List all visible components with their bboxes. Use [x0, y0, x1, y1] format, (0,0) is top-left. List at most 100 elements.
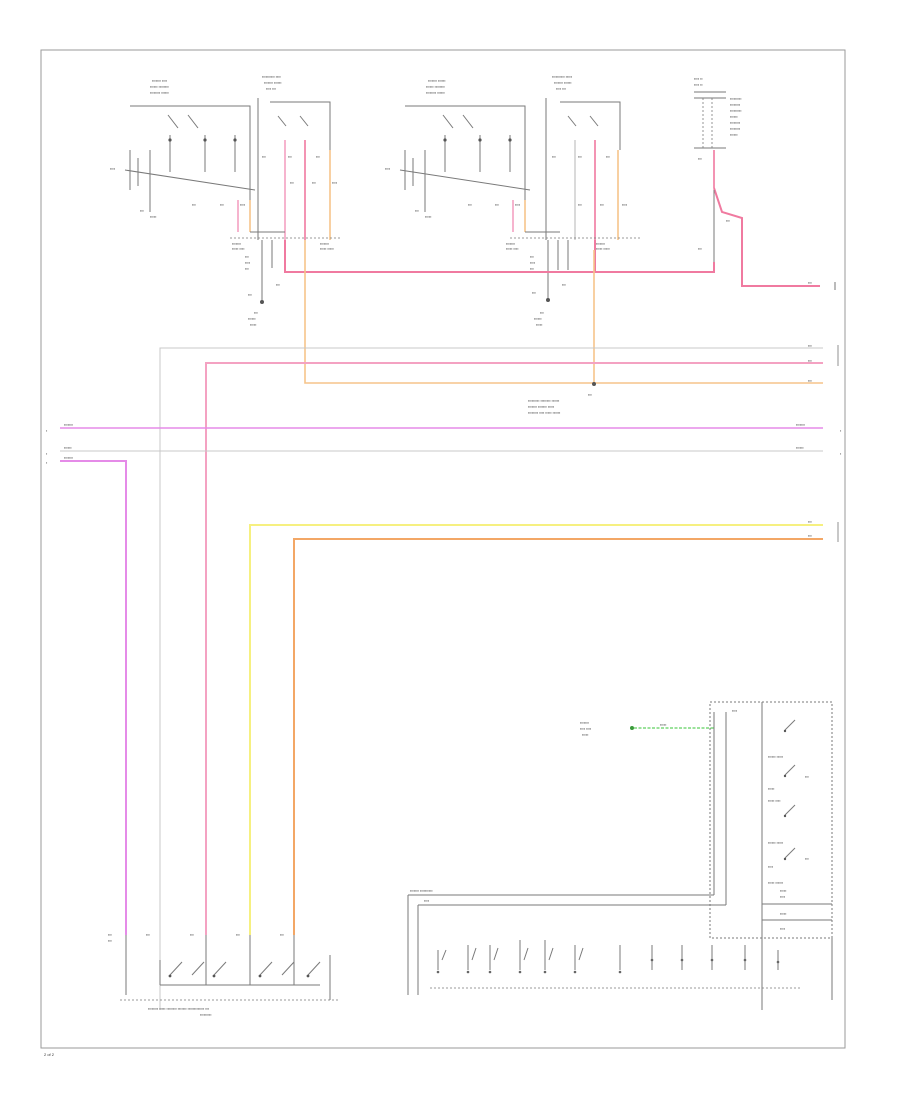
svg-text:▪▪▪▪▪▪: ▪▪▪▪▪▪ [730, 133, 738, 137]
svg-text:▪▪▪▪: ▪▪▪▪ [780, 927, 785, 931]
svg-text:▪▪▪: ▪▪▪ [276, 283, 280, 287]
svg-text:▪▪▪: ▪▪▪ [530, 267, 534, 271]
svg-text:▪▪▪▪▪▪▪: ▪▪▪▪▪▪▪ [64, 456, 73, 460]
svg-text:▪▪▪: ▪▪▪ [726, 219, 730, 223]
svg-text:▪▪▪▪: ▪▪▪▪ [240, 203, 245, 207]
svg-text:▪▪▪: ▪▪▪ [532, 291, 536, 295]
svg-text:▪▪▪: ▪▪▪ [245, 267, 249, 271]
svg-text:▪▪▪▪▪ ▪▪▪▪▪: ▪▪▪▪▪ ▪▪▪▪▪ [596, 247, 610, 251]
seat-switch-module-center: ▪▪▪▪▪▪▪ ▪▪▪▪▪▪ ▪▪▪▪▪▪ ▪▪▪▪▪▪▪▪ ▪▪▪▪▪▪▪▪ … [385, 75, 640, 327]
control-module: ▪▪▪▪ ▪▪▪▪▪▪ ▪▪▪▪▪ ▪▪▪ ▪▪▪▪▪ ▪▪▪▪▪ ▪▪▪▪ ▪… [407, 701, 833, 1010]
svg-text:▪▪▪▪: ▪▪▪▪ [530, 261, 535, 265]
svg-text:▪▪▪▪▪▪▪▪▪ ▪▪▪▪▪▪▪▪ ▪▪▪▪▪▪: ▪▪▪▪▪▪▪▪▪ ▪▪▪▪▪▪▪▪ ▪▪▪▪▪▪ [528, 399, 559, 403]
svg-text:▪▪▪▪▪: ▪▪▪▪▪ [582, 733, 588, 737]
svg-text:▪▪▪▪▪▪▪ ▪▪▪▪▪▪▪▪▪▪: ▪▪▪▪▪▪▪ ▪▪▪▪▪▪▪▪▪▪ [410, 889, 433, 893]
svg-text:▪▪▪: ▪▪▪ [146, 933, 150, 937]
svg-text:▪▪▪▪▪▪▪▪: ▪▪▪▪▪▪▪▪ [730, 103, 740, 107]
svg-text:▪▪▪: ▪▪▪ [220, 203, 224, 207]
svg-text:▪▪▪: ▪▪▪ [468, 203, 472, 207]
svg-text:▪▪▪▪▪▪: ▪▪▪▪▪▪ [730, 115, 738, 119]
svg-text:▪▪▪▪▪▪ ▪▪▪▪▪▪▪▪: ▪▪▪▪▪▪ ▪▪▪▪▪▪▪▪ [150, 85, 169, 89]
svg-text:▪▪▪▪▪ ▪▪▪▪: ▪▪▪▪▪ ▪▪▪▪ [506, 247, 518, 251]
page-id: 2 of 2 [44, 1052, 55, 1057]
svg-text:▪▪▪: ▪▪▪ [530, 255, 534, 259]
svg-text:▪▪▪: ▪▪▪ [698, 247, 702, 251]
svg-text:▪▪▪: ▪▪▪ [600, 203, 604, 207]
svg-text:▪▪▪: ▪▪▪ [808, 534, 812, 538]
svg-text:▪▪▪▪: ▪▪▪▪ [332, 181, 337, 185]
svg-text:▪▪▪▪▪▪▪▪: ▪▪▪▪▪▪▪▪ [730, 127, 740, 131]
diagram-frame [40, 49, 846, 1049]
svg-text:▪▪▪: ▪▪▪ [245, 255, 249, 259]
svg-text:▪▪▪: ▪▪▪ [316, 155, 320, 159]
svg-text:▪▪▪▪▪▪: ▪▪▪▪▪▪ [64, 446, 72, 450]
svg-text:▪▪▪▪▪▪▪ ▪▪▪▪: ▪▪▪▪▪▪▪ ▪▪▪▪ [152, 79, 167, 83]
svg-text:▪▪▪▪▪▪▪▪: ▪▪▪▪▪▪▪▪ [730, 121, 740, 125]
svg-text:▪▪▪▪▪▪▪▪▪▪ ▪▪▪▪▪: ▪▪▪▪▪▪▪▪▪▪ ▪▪▪▪▪ [552, 75, 572, 79]
svg-text:▪▪▪: ▪▪▪ [606, 155, 610, 159]
svg-text:▪▪▪▪▪▪▪ ▪▪▪▪▪▪: ▪▪▪▪▪▪▪ ▪▪▪▪▪▪ [264, 81, 282, 85]
svg-text:▪▪▪▪▪▪▪ ▪▪▪▪▪▪: ▪▪▪▪▪▪▪ ▪▪▪▪▪▪ [554, 81, 572, 85]
svg-text:▪▪▪▪▪▪▪: ▪▪▪▪▪▪▪ [64, 423, 73, 427]
svg-text:▪▪▪▪▪▪▪▪▪▪ ▪▪▪▪: ▪▪▪▪▪▪▪▪▪▪ ▪▪▪▪ [262, 75, 281, 79]
svg-text:▪▪▪▪ ▪▪▪: ▪▪▪▪ ▪▪▪ [266, 87, 276, 91]
svg-text:▪▪▪▪ ▪▪: ▪▪▪▪ ▪▪ [694, 83, 703, 87]
seat-switch-module-left: ▪▪▪▪▪▪▪ ▪▪▪▪ ▪▪▪▪▪▪ ▪▪▪▪▪▪▪▪ ▪▪▪▪▪▪▪▪ ▪▪… [110, 75, 340, 327]
svg-text:▪▪▪▪▪▪ ▪▪▪▪▪: ▪▪▪▪▪▪ ▪▪▪▪▪ [768, 841, 783, 845]
svg-text:▪▪▪▪▪▪▪: ▪▪▪▪▪▪▪ [580, 721, 589, 725]
svg-text:▪▪▪▪▪▪: ▪▪▪▪▪▪ [248, 317, 256, 321]
svg-text:▪▪▪: ▪▪▪ [415, 209, 419, 213]
svg-text:▪▪▪: ▪▪▪ [108, 939, 112, 943]
svg-text:▪▪▪: ▪▪▪ [808, 344, 812, 348]
svg-text:▪▪▪▪▪▪▪ ▪▪▪▪▪▪: ▪▪▪▪▪▪▪ ▪▪▪▪▪▪ [428, 79, 446, 83]
svg-text:▪: ▪ [46, 452, 47, 456]
svg-text:▪▪▪: ▪▪▪ [236, 933, 240, 937]
svg-text:▪▪▪▪: ▪▪▪▪ [732, 709, 737, 713]
svg-text:▪▪▪▪: ▪▪▪▪ [245, 261, 250, 265]
fuse-block: ▪▪▪▪ ▪▪ ▪▪▪▪ ▪▪ ▪▪▪▪▪▪▪▪▪ ▪▪▪▪▪▪▪▪ ▪▪▪▪▪… [694, 77, 836, 290]
svg-text:▪▪▪▪▪: ▪▪▪▪▪ [536, 323, 542, 327]
svg-text:▪▪▪: ▪▪▪ [805, 857, 809, 861]
svg-text:▪▪▪: ▪▪▪ [262, 155, 266, 159]
svg-text:▪▪▪▪▪ ▪▪▪▪: ▪▪▪▪▪ ▪▪▪▪ [768, 799, 780, 803]
svg-text:▪▪▪▪ ▪▪: ▪▪▪▪ ▪▪ [694, 77, 703, 81]
svg-text:▪▪▪▪▪ ▪▪▪▪▪: ▪▪▪▪▪ ▪▪▪▪▪ [320, 247, 334, 251]
svg-text:▪▪▪▪▪: ▪▪▪▪▪ [780, 912, 786, 916]
svg-text:▪▪▪▪▪▪▪▪▪: ▪▪▪▪▪▪▪▪▪ [730, 97, 741, 101]
svg-text:▪▪▪▪▪: ▪▪▪▪▪ [660, 723, 666, 727]
svg-text:▪▪▪▪▪ ▪▪▪▪▪▪: ▪▪▪▪▪ ▪▪▪▪▪▪ [768, 881, 783, 885]
svg-text:▪▪▪▪▪▪ ▪▪▪▪▪▪▪▪: ▪▪▪▪▪▪ ▪▪▪▪▪▪▪▪ [426, 85, 445, 89]
svg-text:▪▪▪: ▪▪▪ [552, 155, 556, 159]
svg-text:▪▪▪▪: ▪▪▪▪ [385, 167, 390, 171]
svg-text:▪▪▪▪▪▪▪▪ ▪▪▪▪▪ ▪▪▪▪▪▪▪▪ ▪▪▪▪▪▪: ▪▪▪▪▪▪▪▪ ▪▪▪▪▪ ▪▪▪▪▪▪▪▪ ▪▪▪▪▪▪▪ ▪▪▪▪▪▪▪▪… [148, 1007, 209, 1011]
svg-text:▪: ▪ [46, 429, 47, 433]
svg-text:▪▪▪▪▪▪ ▪▪▪▪▪: ▪▪▪▪▪▪ ▪▪▪▪▪ [768, 755, 783, 759]
svg-text:▪▪▪: ▪▪▪ [254, 311, 258, 315]
svg-text:▪▪▪▪▪▪▪▪▪: ▪▪▪▪▪▪▪▪▪ [200, 1013, 211, 1017]
svg-text:▪: ▪ [840, 429, 841, 433]
svg-text:▪▪▪: ▪▪▪ [808, 520, 812, 524]
svg-text:▪▪▪: ▪▪▪ [495, 203, 499, 207]
svg-text:▪▪▪▪: ▪▪▪▪ [424, 899, 429, 903]
svg-text:▪▪▪: ▪▪▪ [578, 203, 582, 207]
svg-text:▪▪▪▪▪ ▪▪▪▪: ▪▪▪▪▪ ▪▪▪▪ [232, 247, 244, 251]
svg-text:▪▪▪: ▪▪▪ [578, 155, 582, 159]
svg-text:▪▪▪▪: ▪▪▪▪ [780, 895, 785, 899]
svg-text:▪▪▪▪▪▪▪▪ ▪▪▪▪▪▪: ▪▪▪▪▪▪▪▪ ▪▪▪▪▪▪ [426, 91, 445, 95]
svg-text:▪▪▪: ▪▪▪ [808, 379, 812, 383]
svg-text:▪▪▪▪: ▪▪▪▪ [622, 203, 627, 207]
svg-text:▪▪▪▪▪: ▪▪▪▪▪ [150, 215, 156, 219]
svg-text:▪▪▪: ▪▪▪ [808, 281, 812, 285]
svg-text:▪▪▪: ▪▪▪ [290, 181, 294, 185]
svg-text:▪▪▪: ▪▪▪ [805, 775, 809, 779]
svg-text:▪▪▪▪▪▪▪▪▪: ▪▪▪▪▪▪▪▪▪ [730, 109, 741, 113]
svg-text:▪▪▪: ▪▪▪ [698, 157, 702, 161]
svg-text:▪▪▪▪▪▪▪: ▪▪▪▪▪▪▪ [232, 242, 241, 246]
svg-text:▪▪▪▪: ▪▪▪▪ [110, 167, 115, 171]
svg-text:▪▪▪▪▪: ▪▪▪▪▪ [425, 215, 431, 219]
svg-text:▪: ▪ [46, 461, 47, 465]
svg-text:▪▪▪▪: ▪▪▪▪ [768, 865, 773, 869]
svg-text:▪▪▪▪▪▪▪: ▪▪▪▪▪▪▪ [506, 242, 515, 246]
svg-text:▪▪▪▪▪▪: ▪▪▪▪▪▪ [534, 317, 542, 321]
connector-pin-row [430, 938, 833, 1000]
